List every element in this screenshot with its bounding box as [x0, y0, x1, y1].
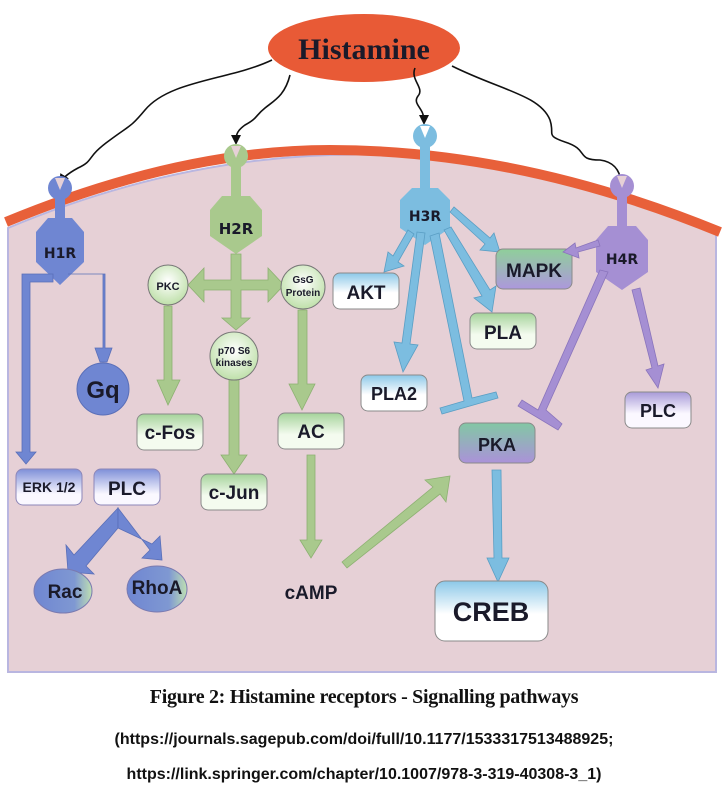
erk-label: ERK 1/2 — [23, 479, 76, 495]
h3r-label: H3R — [409, 209, 441, 225]
figure-caption-reference-2: https://link.springer.com/chapter/10.100… — [126, 766, 602, 783]
arrow-h3r-pla2 — [393, 231, 426, 374]
h1r-label: H1R — [44, 246, 76, 262]
gsg-label-line2: Protein — [286, 288, 320, 299]
rhoa-node[interactable]: RhoA — [126, 565, 188, 613]
camp-label: cAMP — [285, 583, 338, 604]
arrow-plc-rac — [65, 506, 119, 575]
pla2-label: PLA2 — [371, 384, 417, 404]
h4r-label: H4R — [606, 252, 638, 268]
arrow-gsg-ac — [288, 309, 316, 411]
arrow-plc-rhoa — [117, 506, 163, 561]
p70-label-line2: kinases — [216, 358, 253, 369]
gsg-label-line1: GsG — [292, 275, 313, 286]
h1r-arrows — [15, 273, 163, 575]
arrow-h4r-pka-inhibit — [517, 269, 609, 431]
pka-label: PKA — [478, 435, 516, 455]
plc-h1-node[interactable]: PLC — [93, 468, 161, 506]
binding-arrow-h3r — [413, 67, 429, 125]
arrow-h3r-mapk — [449, 206, 501, 253]
pkc-node[interactable]: PKC — [147, 264, 189, 306]
plc-h4-node[interactable]: PLC — [624, 391, 692, 429]
mapk-node[interactable]: MAPK — [495, 248, 573, 290]
arrow-ac-camp — [299, 454, 323, 559]
plc-h4-label: PLC — [640, 401, 676, 421]
creb-label: CREB — [453, 597, 530, 627]
arrow-h4r-mapk — [562, 239, 601, 259]
arrow-pkc-cfos — [156, 305, 181, 406]
cell-membrane — [4, 144, 722, 237]
histamine-label: Histamine — [298, 33, 430, 66]
cfos-label: c-Fos — [145, 423, 196, 444]
arrow-h3r-pka-inhibit — [429, 232, 499, 415]
h3r-arrows — [383, 206, 510, 583]
gsg-protein-node[interactable]: GsG Protein — [280, 264, 326, 310]
figure-caption-reference-1: (https://journals.sagepub.com/doi/full/1… — [114, 731, 614, 748]
arrow-camp-pka — [341, 475, 451, 569]
rac-label: Rac — [48, 582, 83, 603]
akt-node[interactable]: AKT — [332, 272, 400, 310]
cjun-node[interactable]: c-Jun — [200, 473, 268, 511]
arrow-h4r-plc — [631, 287, 665, 389]
pka-node[interactable]: PKA — [458, 422, 536, 464]
binding-arrows — [59, 59, 626, 187]
receptor-h4r[interactable]: H4R — [596, 174, 648, 290]
arrow-h2r-cross — [187, 253, 285, 331]
pla-label: PLA — [484, 323, 522, 344]
gq-node[interactable]: Gq — [76, 362, 130, 416]
receptor-h3r[interactable]: H3R — [400, 124, 450, 245]
signalling-diagram: Histamine H1R H2R H3R H4R — [4, 14, 722, 673]
p70-label-line1: p70 S6 — [218, 346, 251, 357]
arrow-pka-creb — [486, 469, 510, 583]
binding-arrow-h2r — [231, 74, 291, 145]
mapk-label: MAPK — [506, 261, 562, 282]
h2r-arrows — [156, 253, 451, 569]
binding-arrow-h1r — [59, 59, 273, 185]
cjun-label: c-Jun — [209, 483, 260, 504]
receptor-h2r[interactable]: H2R — [210, 144, 262, 254]
arrow-h1r-erk — [15, 273, 54, 465]
pkc-label: PKC — [156, 281, 179, 293]
ac-label: AC — [297, 422, 325, 443]
akt-label: AKT — [346, 283, 385, 304]
arrow-h3r-akt — [383, 229, 415, 273]
plc-h1-label: PLC — [108, 479, 146, 500]
arrow-h3r-pla — [443, 226, 497, 313]
creb-node[interactable]: CREB — [434, 580, 549, 642]
figure-caption-title: Figure 2: Histamine receptors - Signalli… — [149, 686, 579, 708]
h4r-arrows — [517, 239, 665, 431]
h2r-label: H2R — [219, 220, 254, 238]
binding-arrow-h4r — [451, 65, 626, 187]
histamine-ligand[interactable]: Histamine — [268, 14, 460, 82]
rhoa-label: RhoA — [132, 578, 183, 599]
arrow-p70-cjun — [220, 373, 248, 475]
ac-node[interactable]: AC — [277, 412, 345, 450]
pla2-node[interactable]: PLA2 — [360, 374, 428, 412]
pla-node[interactable]: PLA — [469, 312, 537, 350]
p70-s6-kinases-node[interactable]: p70 S6 kinases — [209, 331, 259, 381]
cfos-node[interactable]: c-Fos — [136, 413, 204, 451]
rac-node[interactable]: Rac — [33, 568, 93, 614]
erk-node[interactable]: ERK 1/2 — [15, 468, 83, 506]
gq-label: Gq — [86, 377, 119, 404]
arrow-h1r-gq — [68, 273, 113, 363]
receptor-h1r[interactable]: H1R — [36, 176, 84, 285]
